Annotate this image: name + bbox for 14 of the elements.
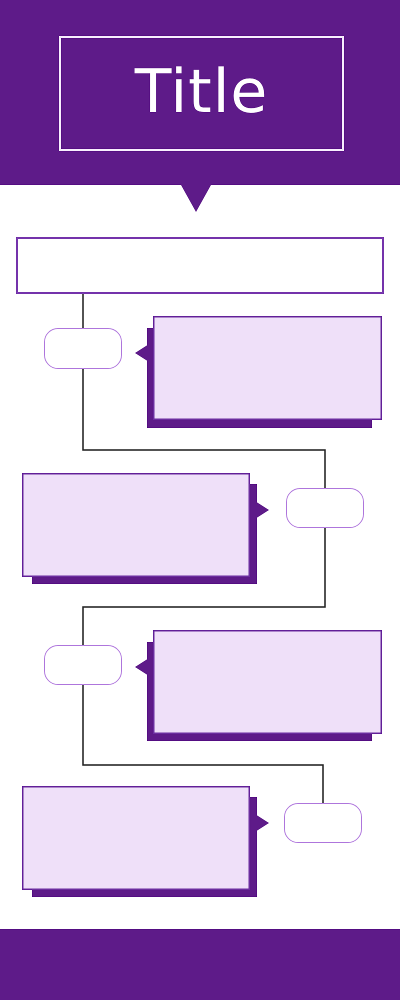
callout-box (135, 630, 382, 741)
connector-line (82, 369, 326, 488)
step-pill (286, 488, 364, 528)
outlined-box (16, 237, 384, 294)
step-pill (44, 645, 122, 685)
connector-line (82, 294, 84, 328)
callout-box (22, 473, 269, 584)
step-pill (44, 328, 122, 369)
connector-line (82, 685, 324, 803)
title: Title (59, 36, 344, 151)
connector-line (82, 528, 326, 645)
step-pill (284, 803, 362, 843)
callout-box (135, 316, 382, 428)
callout-box (22, 786, 269, 897)
